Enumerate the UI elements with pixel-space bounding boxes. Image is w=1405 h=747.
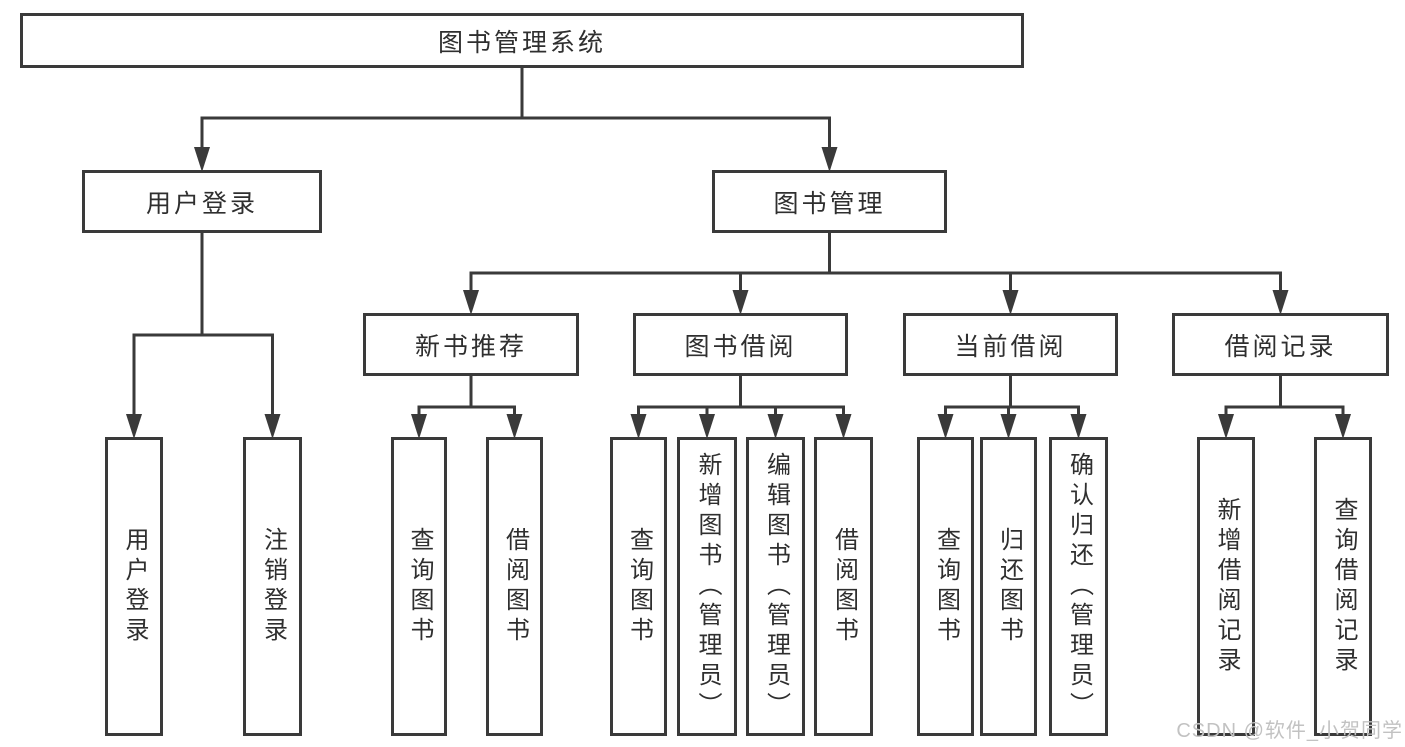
arrowhead-icon — [411, 414, 427, 439]
arrowhead-icon — [264, 414, 281, 439]
arrowhead-icon — [732, 290, 749, 315]
arrowhead-icon — [1070, 414, 1087, 439]
diagram-node-label: 用户登录 — [121, 526, 148, 647]
arrowhead-icon — [699, 414, 715, 439]
arrowhead-icon — [1272, 290, 1289, 315]
diagram-node-nb-borrow: 借阅图书 — [486, 437, 543, 736]
diagram-node-book-borrow: 图书借阅 — [633, 313, 848, 376]
diagram-node-label: 图书借阅 — [684, 332, 797, 361]
arrowhead-icon — [126, 414, 142, 439]
diagram-node-new-books: 新书推荐 — [363, 313, 579, 376]
diagram-node-br-query: 查询借阅记录 — [1314, 437, 1372, 736]
diagram-node-label: 借阅图书 — [501, 526, 529, 647]
diagram-node-label: 用户登录 — [145, 189, 258, 218]
diagram-node-nb-query: 查询图书 — [391, 437, 447, 736]
arrowhead-icon — [835, 414, 852, 439]
diagram-node-cb-return: 归还图书 — [980, 437, 1037, 736]
diagram-node-label: 新增图书（管理员） — [694, 451, 721, 722]
diagram-node-label: 当前借阅 — [954, 332, 1067, 361]
diagram-node-leaf-login: 用户登录 — [105, 437, 163, 736]
diagram-node-bb-query: 查询图书 — [610, 437, 667, 736]
diagram-node-label: 借阅图书 — [830, 526, 858, 647]
diagram-node-cb-query: 查询图书 — [917, 437, 974, 736]
arrowhead-icon — [1000, 414, 1017, 439]
diagram-node-label: 查询图书 — [932, 526, 960, 647]
diagram-node-user-login: 用户登录 — [82, 170, 322, 233]
watermark: CSDN @软件_小贺同学 — [1176, 720, 1403, 742]
diagram-node-bb-edit: 编辑图书（管理员） — [746, 437, 805, 736]
diagram-node-label: 图书管理 — [773, 189, 886, 218]
diagram-node-cb-confirm: 确认归还（管理员） — [1049, 437, 1108, 736]
arrowhead-icon — [630, 414, 647, 439]
arrowhead-icon — [1002, 290, 1019, 315]
diagram-node-label: 新书推荐 — [414, 332, 527, 361]
diagram-node-label: 归还图书 — [995, 526, 1023, 647]
arrowhead-icon — [767, 414, 784, 439]
diagram-node-label: 图书管理系统 — [437, 28, 606, 57]
arrowhead-icon — [937, 414, 954, 439]
diagram-node-borrow-records: 借阅记录 — [1172, 313, 1389, 376]
diagram-node-bb-add: 新增图书（管理员） — [677, 437, 737, 736]
diagram-node-root: 图书管理系统 — [20, 13, 1024, 68]
diagram-node-book-mgmt: 图书管理 — [712, 170, 947, 233]
diagram-node-br-add: 新增借阅记录 — [1197, 437, 1255, 736]
diagram-node-label: 确认归还（管理员） — [1065, 451, 1093, 722]
diagram-node-bb-borrow: 借阅图书 — [814, 437, 873, 736]
diagram-node-leaf-logout: 注销登录 — [243, 437, 302, 736]
diagram-node-current-borrow: 当前借阅 — [903, 313, 1118, 376]
diagram-node-label: 查询图书 — [406, 526, 433, 647]
diagram-node-label: 查询借阅记录 — [1330, 496, 1357, 677]
arrowhead-icon — [463, 290, 479, 315]
diagram-node-label: 注销登录 — [259, 526, 287, 647]
diagram-node-label: 新增借阅记录 — [1213, 496, 1240, 677]
arrowhead-icon — [1335, 414, 1351, 439]
diagram-node-label: 编辑图书（管理员） — [762, 451, 790, 722]
arrowhead-icon — [1218, 414, 1234, 439]
arrowhead-icon — [194, 147, 210, 172]
diagram-node-label: 查询图书 — [625, 526, 653, 647]
diagram-node-label: 借阅记录 — [1224, 332, 1337, 361]
arrowhead-icon — [506, 414, 523, 439]
arrowhead-icon — [821, 147, 838, 172]
